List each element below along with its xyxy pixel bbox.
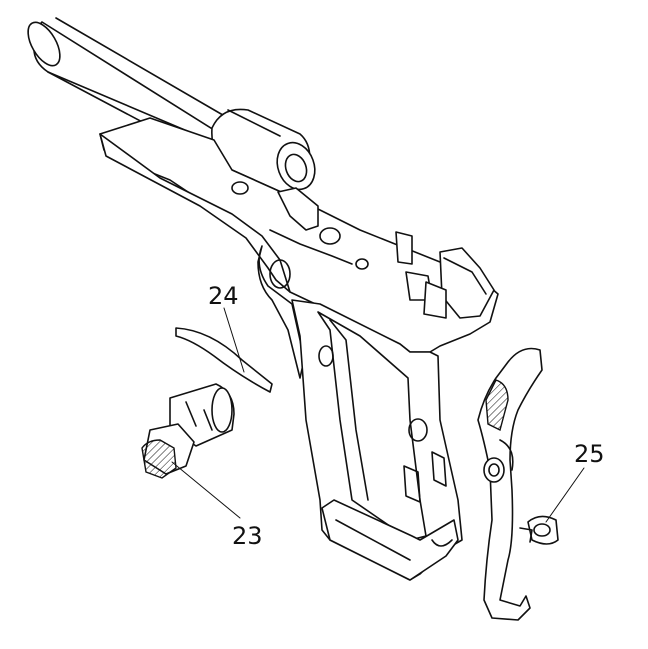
- part-25-clip: [527, 515, 559, 545]
- part-24-leaf-spring: [175, 327, 273, 393]
- leader-line-24: [223, 307, 245, 373]
- barrel: [27, 17, 233, 161]
- magazine-catch-lever: [477, 347, 543, 621]
- pistol-frame: [99, 117, 499, 581]
- callout-23: 23: [232, 522, 263, 550]
- callout-24: 24: [208, 282, 239, 310]
- leader-line-25: [545, 467, 585, 523]
- callout-25: 25: [574, 440, 605, 468]
- leader-line-23: [171, 461, 241, 519]
- part-23-safety-pin: [141, 383, 235, 479]
- chamber-sleeve: [211, 108, 316, 197]
